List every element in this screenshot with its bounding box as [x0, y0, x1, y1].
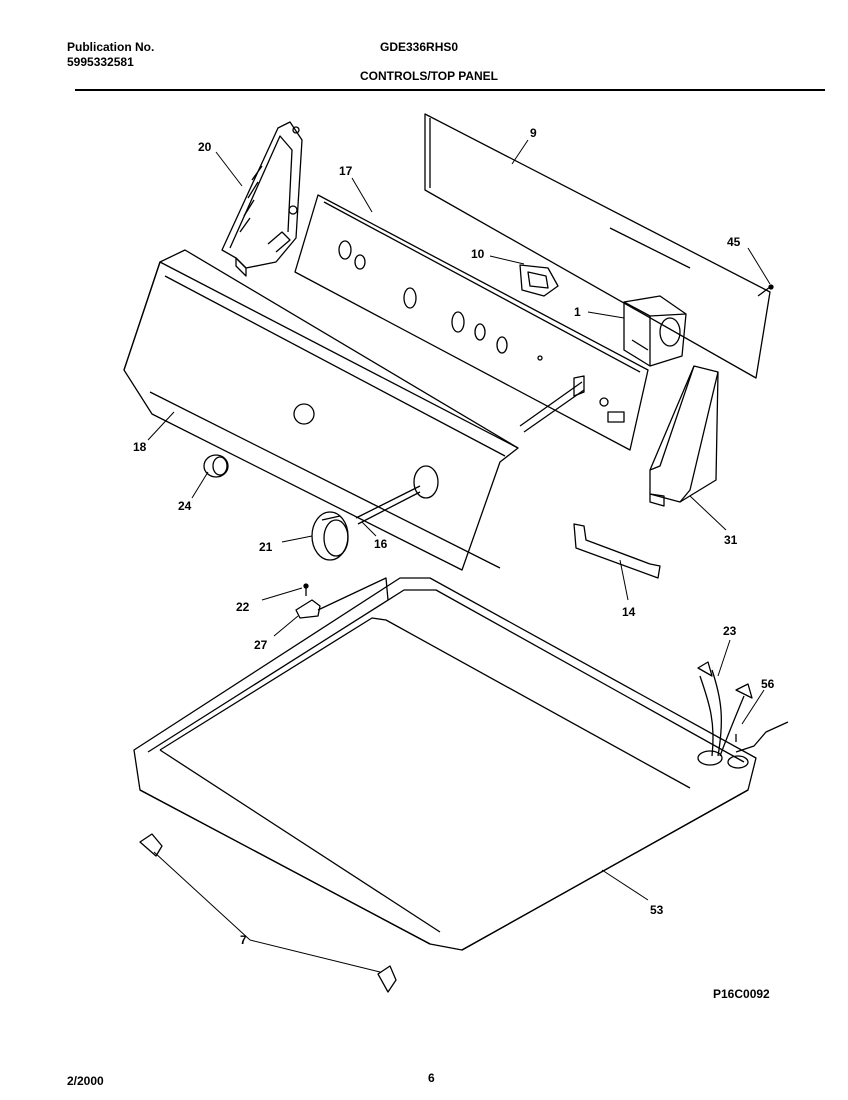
- part-7-glides: [139, 833, 397, 993]
- part-1-timer: [623, 295, 687, 367]
- part-56-wire: [735, 721, 789, 753]
- callout-labels: 20 9 17 10 45 1 18 24 21 16 31 22 27 14 …: [133, 126, 775, 1001]
- part-20-control-bracket: [221, 121, 303, 277]
- callout-24: 24: [178, 499, 192, 513]
- publication-label: Publication No.: [67, 40, 155, 54]
- part-24-plug: [203, 403, 315, 478]
- callout-18: 18: [133, 440, 147, 454]
- callout-27: 27: [254, 638, 268, 652]
- callout-45: 45: [727, 235, 741, 249]
- page-number: 6: [428, 1071, 435, 1085]
- leader-lines: [147, 139, 771, 973]
- callout-22: 22: [236, 600, 250, 614]
- callout-1: 1: [574, 305, 581, 319]
- part-14-bracket: [573, 523, 661, 579]
- callout-23: 23: [723, 624, 737, 638]
- model-number: GDE336RHS0: [380, 40, 459, 54]
- section-title: CONTROLS/TOP PANEL: [360, 69, 499, 83]
- part-45-screw: [757, 284, 774, 297]
- part-9-rear-panel: [424, 113, 771, 379]
- callout-21: 21: [259, 540, 273, 554]
- header-rule: [75, 89, 825, 91]
- part-27-clip: [295, 599, 321, 619]
- callout-31: 31: [724, 533, 738, 547]
- footer-date: 2/2000: [67, 1074, 104, 1088]
- reference-code: P16C0092: [713, 987, 770, 1001]
- callout-7: 7: [240, 933, 247, 947]
- part-18-console: [123, 249, 519, 571]
- part-22-screw: [303, 583, 309, 596]
- part-23-wire-harness: [697, 661, 753, 757]
- part-31-end-cap: [649, 365, 719, 507]
- part-16-shaft: [355, 381, 585, 525]
- callout-14: 14: [622, 605, 636, 619]
- part-21-knob: [311, 511, 349, 561]
- callout-16: 16: [374, 537, 388, 551]
- callout-9: 9: [530, 126, 537, 140]
- callout-20: 20: [198, 140, 212, 154]
- callout-56: 56: [761, 677, 775, 691]
- publication-number: 5995332581: [67, 55, 134, 69]
- callout-10: 10: [471, 247, 485, 261]
- callout-53: 53: [650, 903, 664, 917]
- callout-17: 17: [339, 164, 353, 178]
- part-10-switch: [519, 264, 559, 297]
- part-17-control-panel: [294, 194, 649, 451]
- part-53-top-panel: [133, 577, 757, 951]
